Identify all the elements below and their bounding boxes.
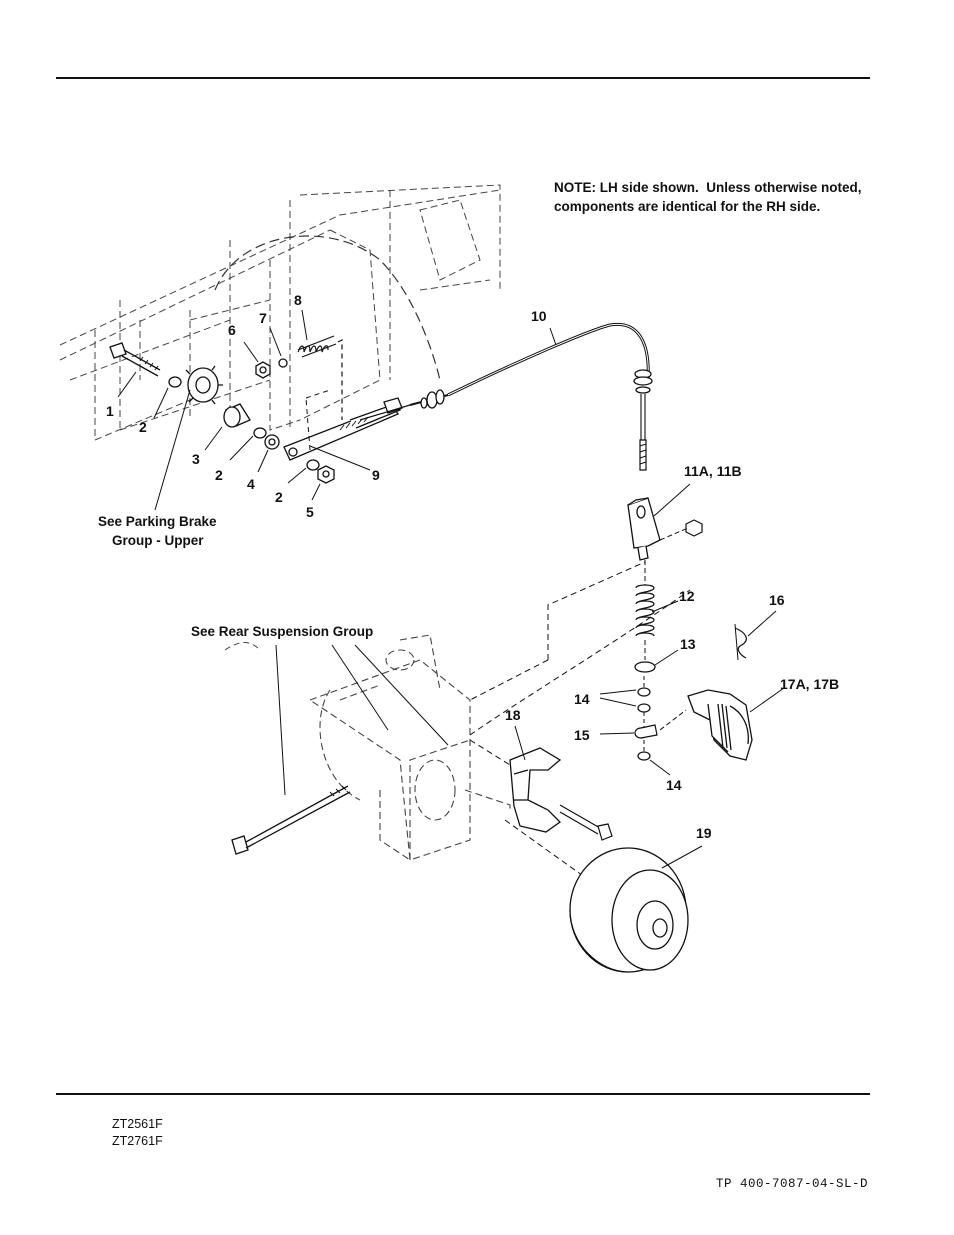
bottom-rule xyxy=(56,1093,870,1095)
top-rule xyxy=(56,77,870,79)
callout-5: 5 xyxy=(306,504,314,520)
callout-12: 12 xyxy=(679,588,695,604)
part-11-nut xyxy=(685,519,703,537)
part-18-caliper-bracket xyxy=(509,747,562,833)
callout-7: 7 xyxy=(259,310,267,326)
model-number-1: ZT2561F xyxy=(112,1117,163,1131)
callout-17a-17b: 17A, 17B xyxy=(780,676,839,692)
part-3-bushing xyxy=(223,403,251,428)
ref-rear-suspension: See Rear Suspension Group xyxy=(191,624,373,639)
callout-13: 13 xyxy=(680,636,696,652)
callout-2: 2 xyxy=(139,419,147,435)
callout-6: 6 xyxy=(228,322,236,338)
note-line-2: components are identical for the RH side… xyxy=(554,199,821,214)
document-number: TP 400-7087-04-SL-D xyxy=(715,1177,868,1191)
part-4-spacer xyxy=(264,434,280,450)
callout-2: 2 xyxy=(275,489,283,505)
callout-15: 15 xyxy=(574,727,590,743)
callout-16: 16 xyxy=(769,592,785,608)
part-10-cable xyxy=(339,322,653,471)
part-16-hair-pin xyxy=(734,627,747,659)
ref-parking-brake-line2: Group - Upper xyxy=(112,533,204,548)
ref-parking-brake-line1: See Parking Brake xyxy=(98,514,217,529)
callout-4: 4 xyxy=(247,476,255,492)
axle-mount-bolt xyxy=(231,785,351,855)
chassis-frame-phantom xyxy=(59,184,501,441)
bracket-bolt xyxy=(559,804,613,841)
callout-1: 1 xyxy=(106,403,114,419)
transaxle-phantom xyxy=(308,634,511,861)
part-7-washer xyxy=(278,358,288,368)
callout-9: 9 xyxy=(372,467,380,483)
callout-8: 8 xyxy=(294,292,302,308)
callout-labels: 1 2 2 2 3 4 5 6 7 8 9 10 11A, 11B 12 13 … xyxy=(98,292,839,841)
part-3-hub xyxy=(185,365,223,405)
part-1-bolt xyxy=(109,342,161,377)
callout-14: 14 xyxy=(666,777,682,793)
lh-side-note: NOTE: LH side shown. Unless otherwise no… xyxy=(554,178,874,216)
model-number-2: ZT2761F xyxy=(112,1134,163,1148)
callout-10: 10 xyxy=(531,308,547,324)
detail-arc xyxy=(214,235,441,381)
part-6-nut xyxy=(255,361,271,379)
callout-11a-11b: 11A, 11B xyxy=(684,463,742,479)
callout-2: 2 xyxy=(215,467,223,483)
part-9-link-arm xyxy=(283,397,403,461)
part-19-brake-rotor xyxy=(569,847,689,973)
part-12-spring xyxy=(635,584,655,637)
part-11-bracket xyxy=(627,497,661,561)
callout-19: 19 xyxy=(696,825,712,841)
callout-3: 3 xyxy=(192,451,200,467)
leader-lines xyxy=(117,309,785,869)
part-15-pin xyxy=(634,724,658,739)
callout-14: 14 xyxy=(574,691,590,707)
part-17-caliper xyxy=(687,689,753,761)
part-13-washer xyxy=(634,661,656,673)
note-line-1: NOTE: LH side shown. Unless otherwise no… xyxy=(554,180,862,195)
part-2-washer-b xyxy=(253,427,267,439)
part-2-washer-c xyxy=(306,459,320,471)
part-2-washer-a xyxy=(168,376,182,388)
part-8-spring xyxy=(297,335,337,358)
part-14-nuts xyxy=(637,687,651,761)
part-5-nut xyxy=(317,465,335,484)
callout-18: 18 xyxy=(505,707,521,723)
